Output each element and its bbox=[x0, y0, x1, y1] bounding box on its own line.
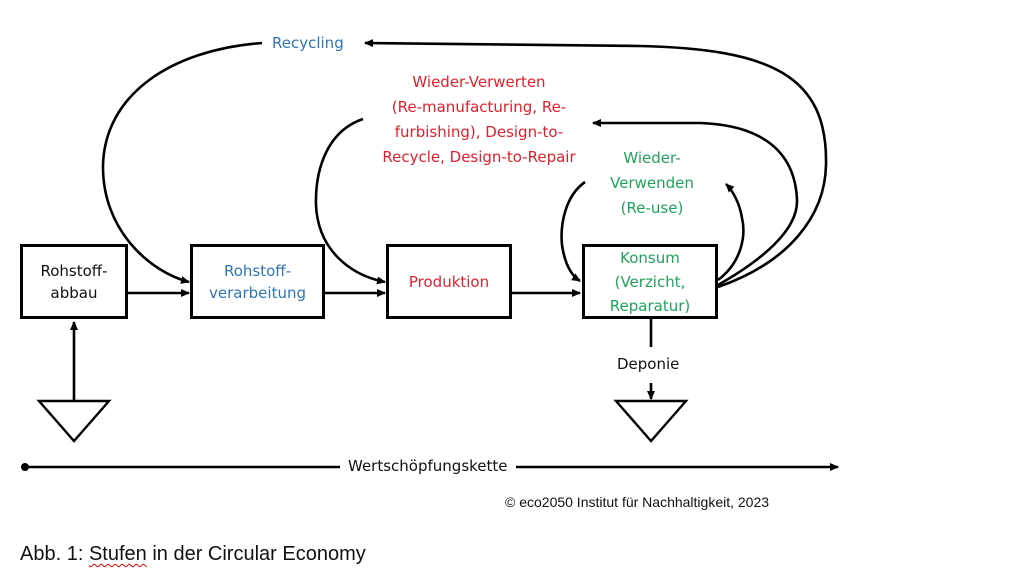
node-produktion: Produktion bbox=[386, 244, 512, 319]
node-konsum-line1: Konsum bbox=[620, 248, 680, 267]
label-wiederverwenden-line1: Wieder- bbox=[623, 149, 681, 167]
label-wiederverwenden-line3: (Re-use) bbox=[620, 199, 684, 217]
label-deponie: Deponie bbox=[617, 355, 680, 373]
loop-recycling-to-verarbeitung bbox=[101, 41, 263, 284]
loop-wiederverwenden-to-konsum bbox=[560, 180, 586, 283]
node-konsum-line2: (Verzicht, bbox=[614, 272, 686, 291]
node-rohstoffabbau-line2: abbau bbox=[50, 283, 98, 302]
caption-spellcheck-word: Stufen bbox=[88, 543, 147, 565]
copyright-notice: © eco2050 Institut für Nachhaltigkeit, 2… bbox=[505, 494, 770, 510]
node-rohstoffverarbeitung-line1: Rohstoff- bbox=[223, 261, 292, 280]
caption-suffix: in der Circular Economy bbox=[146, 543, 366, 565]
loop-wiederverwerten-to-produktion bbox=[314, 117, 386, 285]
loop-konsum-to-recycling bbox=[364, 39, 828, 289]
node-rohstoffabbau-line1: Rohstoff- bbox=[40, 261, 108, 280]
figure-caption: Abb. 1: Stufen in der Circular Economy bbox=[20, 543, 366, 566]
label-recycling: Recycling bbox=[272, 34, 344, 52]
landfill-triangle-icon bbox=[613, 399, 689, 443]
node-konsum: Konsum (Verzicht, Reparatur) bbox=[582, 244, 718, 319]
resource-triangle-icon bbox=[36, 399, 112, 443]
node-rohstoffverarbeitung: Rohstoff- verarbeitung bbox=[190, 244, 325, 319]
loop-konsum-to-wiederverwenden bbox=[717, 183, 745, 282]
label-wiederverwerten-line2: (Re-manufacturing, Re- bbox=[391, 98, 567, 116]
label-wiederverwenden: Wieder- Verwenden (Re-use) bbox=[596, 146, 708, 221]
label-wiederverwenden-line2: Verwenden bbox=[610, 174, 694, 192]
label-wiederverwerten-line3: furbishing), Design-to- bbox=[394, 123, 564, 141]
label-wiederverwerten-line4: Recycle, Design-to-Repair bbox=[382, 148, 576, 166]
node-rohstoffverarbeitung-line2: verarbeitung bbox=[209, 283, 306, 302]
value-chain-label: Wertschöpfungskette bbox=[340, 457, 516, 475]
label-wiederverwerten: Wieder-Verwerten (Re-manufacturing, Re- … bbox=[365, 70, 593, 170]
node-rohstoffabbau: Rohstoff- abbau bbox=[20, 244, 128, 319]
loop-konsum-to-wiederverwerten bbox=[592, 119, 799, 287]
caption-prefix: Abb. 1: bbox=[20, 543, 89, 565]
node-produktion-label: Produktion bbox=[408, 272, 490, 291]
label-wiederverwerten-line1: Wieder-Verwerten bbox=[412, 73, 546, 91]
node-konsum-line3: Reparatur) bbox=[609, 296, 691, 315]
value-chain-start-dot bbox=[21, 463, 29, 471]
